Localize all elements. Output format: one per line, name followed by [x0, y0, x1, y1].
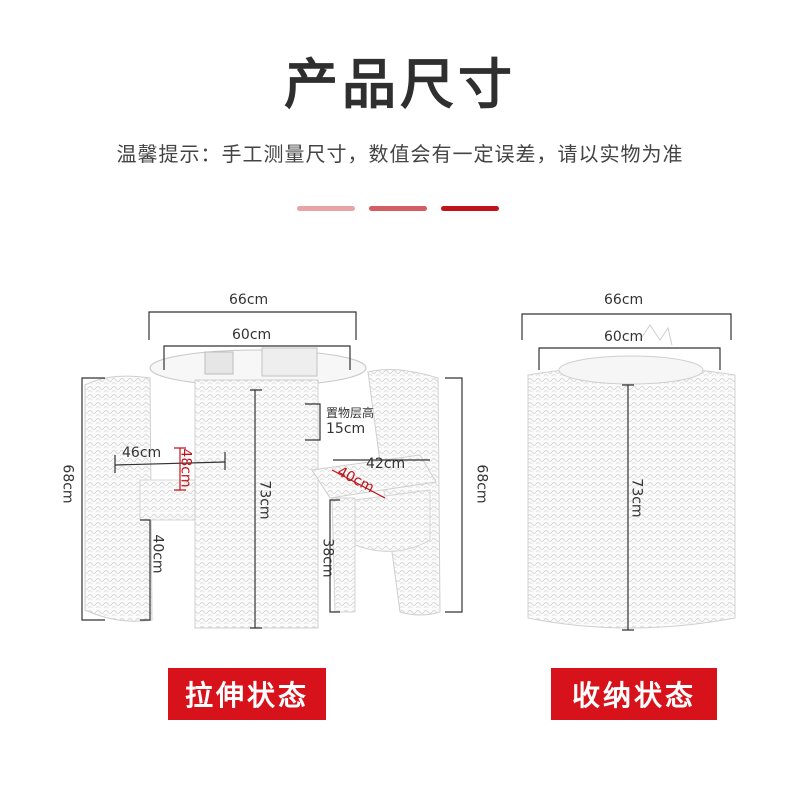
accent-bar-mid	[369, 206, 427, 211]
expanded-furniture-drawing	[84, 347, 441, 629]
dim-chair-seat-depth: 48cm	[177, 448, 194, 488]
dim-stored-height: 73cm	[628, 478, 645, 518]
stool-cushion	[354, 489, 431, 552]
dim-table-height: 73cm	[256, 480, 273, 520]
dim-stored-outer-width: 66cm	[604, 292, 644, 308]
table-column	[194, 379, 319, 629]
dim-shelf-label: 置物层高	[326, 406, 375, 420]
dim-chair-seat-width: 46cm	[122, 445, 162, 461]
page-title: 产品尺寸	[284, 53, 516, 116]
accent-bar-dark	[441, 206, 499, 211]
dim-shelf-height: 15cm	[326, 421, 366, 437]
stool-leg	[331, 497, 356, 613]
dim-stored-inner-width: 60cm	[604, 329, 644, 345]
expanded-dimension-lines	[81, 311, 463, 629]
cup	[204, 351, 234, 375]
accent-bar-light	[297, 206, 355, 211]
stored-dimension-lines	[521, 313, 732, 631]
books	[261, 347, 318, 377]
left-chair-seat	[139, 479, 206, 521]
dim-stool-width: 42cm	[366, 456, 406, 472]
stool-back	[367, 369, 441, 616]
dim-chair-seat-height: 40cm	[149, 534, 166, 574]
dim-inner-width: 60cm	[232, 327, 272, 343]
dim-stool-height: 38cm	[319, 538, 336, 578]
stored-furniture-drawing	[527, 324, 736, 629]
expanded-state-label: 拉伸状态	[168, 668, 326, 720]
dim-right-height: 68cm	[473, 464, 490, 504]
dim-left-height: 68cm	[59, 464, 76, 504]
dim-outer-width: 66cm	[229, 292, 269, 308]
stored-state-label: 收纳状态	[551, 668, 717, 720]
measurement-tip: 温馨提示：手工测量尺寸，数值会有一定误差，请以实物为准	[116, 142, 684, 166]
